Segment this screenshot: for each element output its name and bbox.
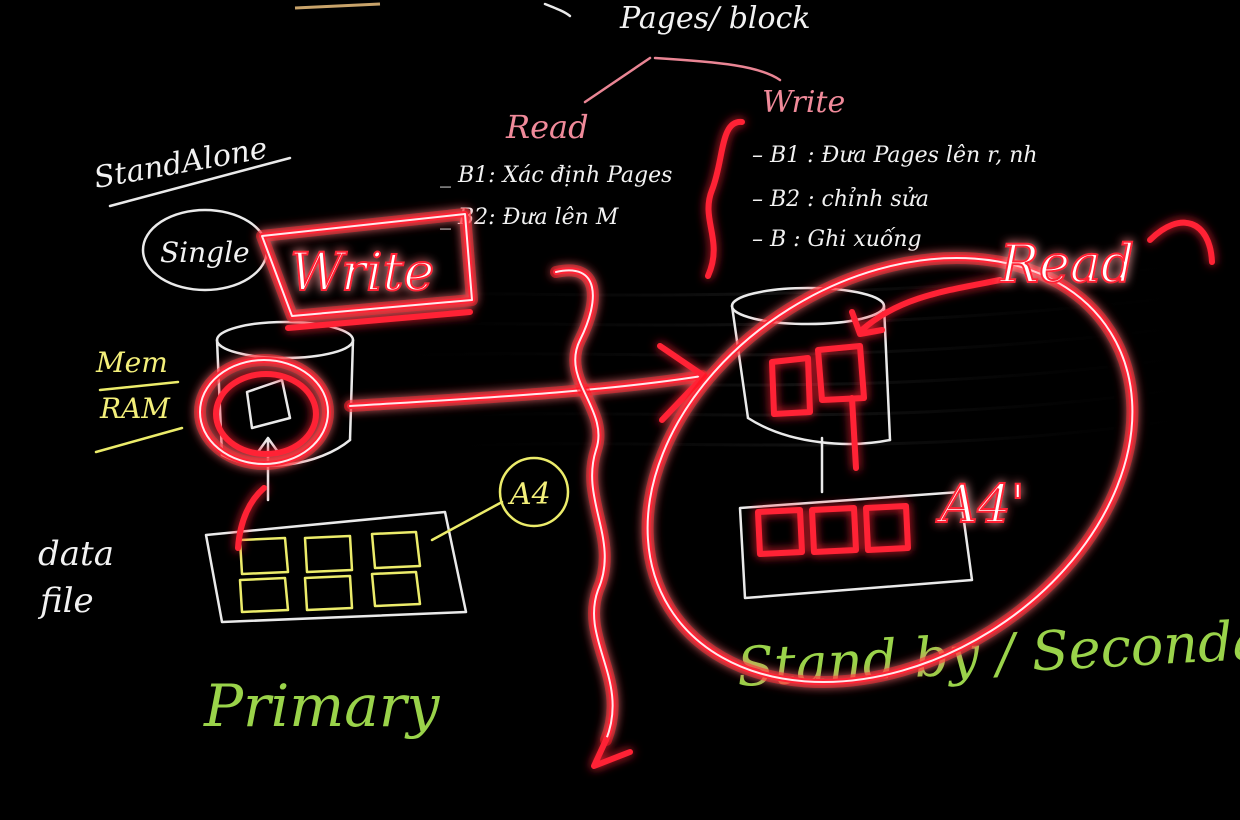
mem-underline (98, 380, 180, 392)
a4-block-label: A4 (507, 477, 551, 512)
neon-read-swoosh (1147, 219, 1215, 265)
background-waves (299, 258, 1240, 452)
standby-memory-cylinder (730, 286, 892, 446)
neon-standby-oval (641, 251, 1139, 689)
ram-label: RAM (99, 392, 171, 425)
primary-caption: Primary (203, 672, 441, 740)
ram-underline (94, 426, 184, 454)
neon-read-label: Read (999, 235, 1134, 295)
primary-page-blocks (238, 530, 422, 614)
branch-to-read (583, 56, 652, 104)
neon-memory-circle (194, 354, 334, 470)
neon-standby-pages (755, 343, 911, 557)
standby-datafile-box (738, 490, 974, 600)
neon-load-arrow (235, 485, 267, 551)
memory-page-box (245, 378, 292, 430)
a4-block-circle (498, 456, 570, 528)
read-heading: Read (505, 108, 589, 146)
neon-annotations (194, 119, 1215, 769)
neon-bracket-squiggle (705, 119, 745, 279)
write-step-2: – B2 : chỉnh sửa (752, 186, 929, 212)
datafile-label-line2: file (37, 581, 94, 621)
neon-read-arrow (849, 277, 1003, 337)
standalone-underline (108, 156, 292, 208)
branch-to-write (653, 56, 782, 82)
pages-block-title: Pages/ block (619, 1, 811, 36)
load-up-arrow (256, 436, 280, 502)
single-label: Single (160, 236, 250, 269)
read-step-1: _ B1: Xác định Pages (440, 163, 672, 188)
neon-write-box-label: Write (290, 243, 434, 303)
write-step-1: – B1 : Đưa Pages lên r, nh (752, 143, 1038, 168)
datafile-label-line1: data (38, 534, 114, 574)
write-step-3: – B : Ghi xuống (752, 226, 922, 252)
neon-write-box (256, 208, 478, 331)
write-heading: Write (762, 85, 845, 120)
primary-datafile-box (204, 510, 468, 624)
top-scribble (294, 2, 381, 10)
title-underline-left (543, 2, 572, 18)
neon-a4-prime-label: A4' (936, 475, 1025, 535)
a4-pointer-line (430, 500, 504, 542)
neon-separator-squiggle (550, 264, 633, 769)
mem-label: Mem (95, 346, 168, 379)
